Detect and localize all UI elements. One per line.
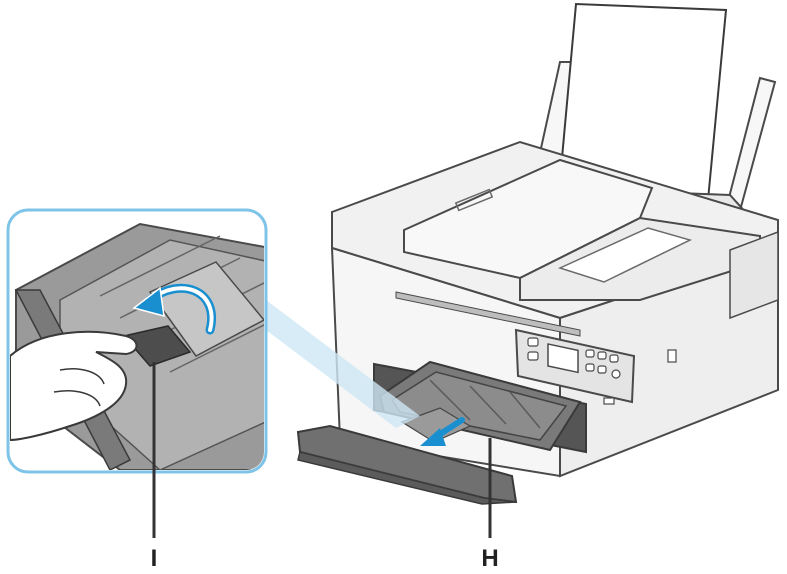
pull-arrow-icon bbox=[420, 417, 465, 446]
zoom-inset bbox=[6, 208, 268, 474]
callout-i-label: I bbox=[151, 545, 158, 572]
hand-illustration bbox=[10, 330, 138, 442]
callout-h-label: H bbox=[481, 545, 498, 572]
curved-arrow-icon bbox=[132, 283, 216, 335]
paper-cassette bbox=[296, 360, 582, 505]
zoom-projection bbox=[266, 300, 420, 428]
operation-panel bbox=[514, 328, 636, 404]
